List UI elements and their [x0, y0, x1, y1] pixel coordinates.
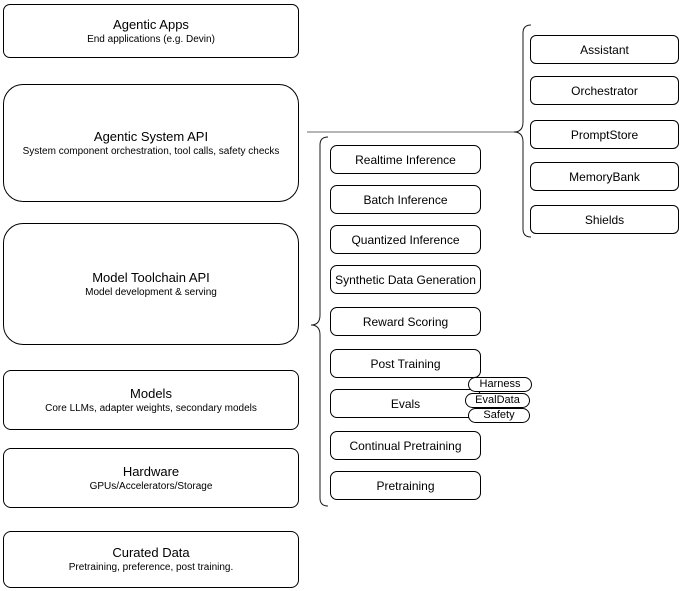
- node-label: Synthetic Data Generation: [335, 272, 476, 287]
- node-subtitle: GPUs/Accelerators/Storage: [89, 480, 213, 492]
- node-title: Curated Data: [112, 545, 190, 560]
- tag-label: Harness: [479, 378, 521, 390]
- node-model-toolchain-api: Model Toolchain API Model development & …: [3, 223, 299, 345]
- node-shields: Shields: [530, 205, 679, 234]
- node-models: Models Core LLMs, adapter weights, secon…: [3, 370, 299, 430]
- node-label: Evals: [390, 396, 421, 411]
- node-label: Post Training: [370, 356, 441, 371]
- toolchain-group-brace: [310, 136, 329, 507]
- node-subtitle: End applications (e.g. Devin): [87, 33, 215, 45]
- node-label: MemoryBank: [569, 169, 640, 184]
- node-label: Quantized Inference: [351, 232, 460, 247]
- node-orchestrator: Orchestrator: [530, 76, 679, 105]
- node-hardware: Hardware GPUs/Accelerators/Storage: [3, 448, 299, 508]
- node-pretraining: Pretraining: [330, 471, 481, 500]
- node-post-training: Post Training: [330, 349, 481, 378]
- node-subtitle: Model development & serving: [85, 286, 217, 298]
- tag-evaldata: EvalData: [465, 393, 530, 408]
- node-memorybank: MemoryBank: [530, 162, 679, 191]
- node-label: PromptStore: [570, 127, 639, 142]
- node-title: Models: [130, 385, 172, 401]
- node-label: Batch Inference: [363, 192, 448, 207]
- node-title: Model Toolchain API: [92, 269, 210, 285]
- node-agentic-apps: Agentic Apps End applications (e.g. Devi…: [3, 4, 299, 58]
- node-evals: Evals: [330, 389, 481, 418]
- node-quantized-inference: Quantized Inference: [330, 225, 481, 254]
- node-curated-data: Curated Data Pretraining, preference, po…: [3, 531, 299, 588]
- node-realtime-inference: Realtime Inference: [330, 145, 481, 174]
- system-group-brace: [513, 24, 532, 238]
- node-title: Agentic System API: [93, 128, 209, 144]
- tag-label: Safety: [483, 409, 515, 421]
- node-synthetic-data-generation: Synthetic Data Generation: [330, 265, 481, 294]
- node-label: Shields: [584, 212, 625, 227]
- node-batch-inference: Batch Inference: [330, 185, 481, 214]
- node-label: Orchestrator: [571, 83, 638, 98]
- node-subtitle: Core LLMs, adapter weights, secondary mo…: [45, 402, 257, 414]
- node-promptstore: PromptStore: [530, 120, 679, 149]
- node-subtitle: System component orchestration, tool cal…: [22, 145, 280, 157]
- node-label: Realtime Inference: [355, 152, 456, 167]
- tag-safety: Safety: [468, 408, 530, 423]
- node-label: Assistant: [580, 42, 629, 57]
- node-title: Hardware: [122, 463, 180, 479]
- node-label: Reward Scoring: [362, 314, 449, 329]
- node-assistant: Assistant: [530, 35, 679, 64]
- node-continual-pretraining: Continual Pretraining: [330, 431, 481, 460]
- node-title: Agentic Apps: [113, 16, 189, 32]
- node-subtitle: Pretraining, preference, post training.: [68, 562, 234, 573]
- tag-label: EvalData: [475, 394, 520, 406]
- node-reward-scoring: Reward Scoring: [330, 307, 481, 336]
- tag-harness: Harness: [468, 377, 532, 392]
- node-agentic-system-api: Agentic System API System component orch…: [3, 84, 299, 202]
- node-label: Pretraining: [376, 478, 435, 493]
- node-label: Continual Pretraining: [349, 438, 462, 453]
